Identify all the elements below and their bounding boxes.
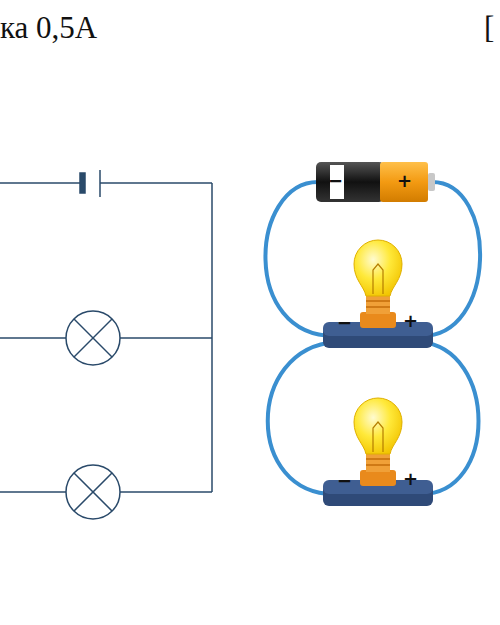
task-text: ка 0,5А (0, 12, 97, 43)
battery (316, 162, 435, 202)
lamp (323, 398, 433, 506)
lamp-minus: − (337, 314, 352, 332)
battery-minus: − (328, 172, 343, 190)
lamp-plus: + (403, 312, 418, 330)
lamp (323, 240, 433, 348)
lamp-minus: − (337, 472, 352, 490)
lamp-plus: + (403, 470, 418, 488)
bracket: [ (484, 12, 494, 43)
schematic (0, 170, 212, 519)
battery-plus: + (397, 172, 412, 190)
